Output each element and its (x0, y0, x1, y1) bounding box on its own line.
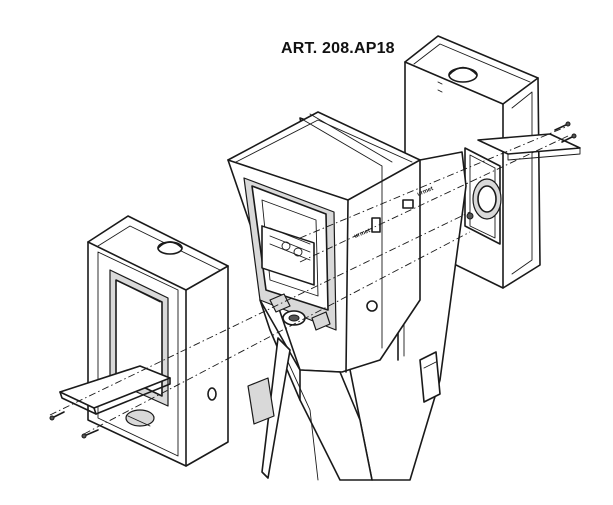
rear-housing (404, 35, 581, 289)
front-cover (59, 215, 229, 467)
brand-label-front: urmet (354, 228, 372, 240)
screws-and-axes (49, 121, 577, 439)
main-module: urmet urmet (227, 111, 467, 481)
article-code-title: ART. 208.AP18 (281, 40, 395, 57)
post-stand (247, 299, 441, 481)
brand-label-side: urmet (417, 186, 435, 198)
